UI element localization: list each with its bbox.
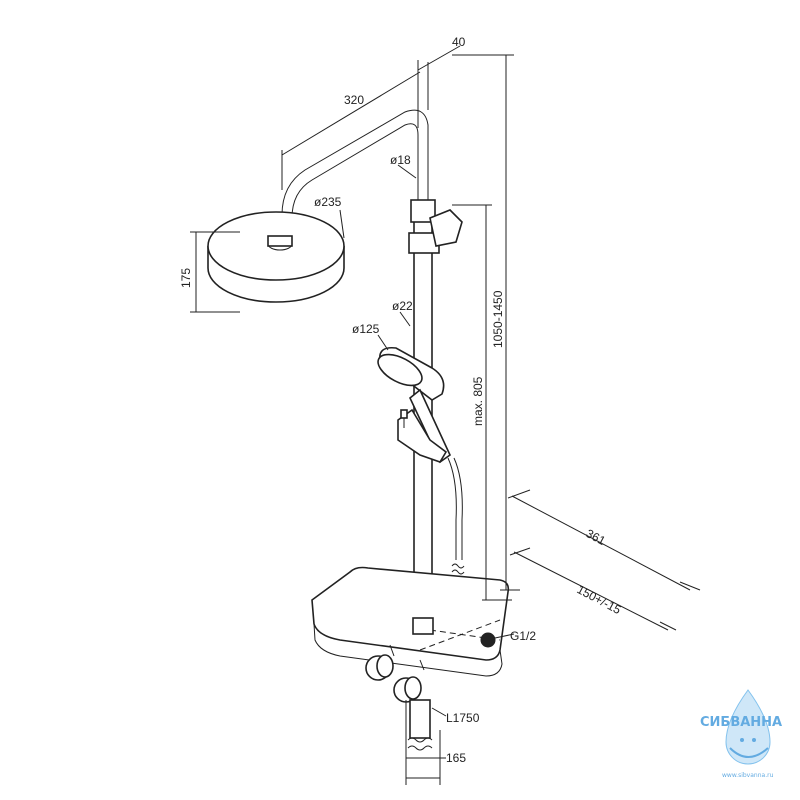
dim-head-diameter: ø235 bbox=[314, 195, 342, 209]
watermark-url: www.sibvanna.ru bbox=[722, 772, 774, 779]
rod-holder-knob bbox=[429, 209, 463, 247]
watermark-brand: СИБВАННА bbox=[700, 715, 782, 730]
rod-base bbox=[412, 617, 434, 635]
dimension-lines bbox=[190, 45, 701, 785]
dim-bottom: 165 bbox=[446, 751, 466, 765]
dim-center-distance: 150+/-15 bbox=[575, 582, 624, 617]
hand-shower-holder bbox=[397, 408, 448, 463]
hand-shower bbox=[377, 346, 452, 464]
wall-connector bbox=[409, 699, 431, 739]
dim-head-height: 175 bbox=[179, 268, 193, 288]
rain-shower-head bbox=[207, 211, 345, 303]
dim-hose-length: L1750 bbox=[446, 711, 480, 725]
dim-connection: G1/2 bbox=[510, 629, 536, 643]
thermostat-shelf bbox=[311, 566, 510, 751]
shower-rod bbox=[408, 199, 463, 631]
shower-hose bbox=[447, 457, 465, 575]
dim-rod-diameter: ø22 bbox=[392, 299, 413, 313]
dim-arm-length: 320 bbox=[344, 93, 364, 107]
dim-hand-diameter: ø125 bbox=[352, 322, 380, 336]
dim-max-height: max. 805 bbox=[471, 376, 485, 426]
inlet-cap bbox=[480, 632, 496, 648]
watermark-logo: СИБВАННА www.sibvanna.ru bbox=[700, 689, 782, 779]
overhead-arm bbox=[281, 109, 429, 238]
dim-arm-diameter: ø18 bbox=[390, 153, 411, 167]
dim-arm-offset: 40 bbox=[452, 35, 466, 49]
dim-rod-length: 1050-1450 bbox=[491, 290, 505, 348]
rod-clamp-top bbox=[410, 199, 436, 223]
